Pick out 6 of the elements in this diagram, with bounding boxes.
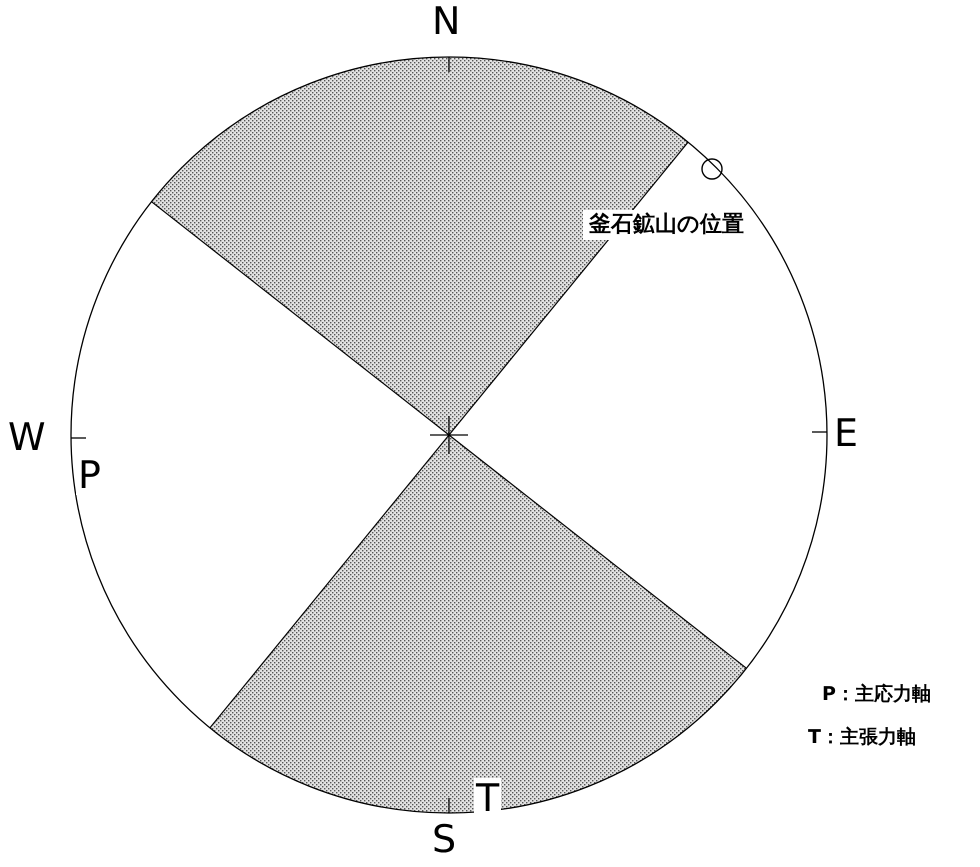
compass-label: W	[8, 418, 46, 456]
compass-label: E	[834, 414, 858, 452]
legend-text: P：主応力軸	[822, 685, 931, 704]
legend-text: T：主張力軸	[808, 728, 916, 747]
compass-label: S	[432, 820, 456, 858]
compass-label: N	[432, 2, 460, 40]
